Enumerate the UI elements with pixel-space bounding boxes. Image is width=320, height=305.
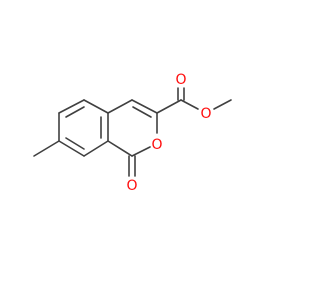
bond-benzene-6-inner (65, 137, 85, 150)
structure-diagram: O O O O (33, 72, 232, 194)
bond-c4a-c4 (107, 99, 133, 114)
bond-benzene-6 (58, 140, 85, 157)
bond-c1-c8a (107, 140, 133, 157)
bond-lines (33, 87, 232, 177)
bond-benzene-2-inner (65, 106, 85, 118)
atom-o-lactone-carbonyl: O (126, 178, 137, 194)
atom-o-ring: O (151, 137, 162, 153)
bond-c4-c3 (131, 99, 158, 114)
bond-methyl (33, 140, 60, 157)
atom-o-ester-carbonyl: O (175, 72, 186, 88)
bond-benzene-2 (58, 99, 85, 114)
bond-oester-methyl (213, 99, 232, 110)
bond-c4-c3-inner (132, 106, 152, 118)
bond-cester-oester (180, 99, 199, 110)
bond-benzene-5 (83, 140, 109, 157)
atom-o-ester-single: O (200, 106, 211, 122)
bond-c3-cester (156, 99, 182, 114)
bond-benzene-3 (83, 99, 109, 114)
bond-o2-c1 (131, 146, 151, 157)
molecule-canvas: O O O O (33, 72, 232, 194)
